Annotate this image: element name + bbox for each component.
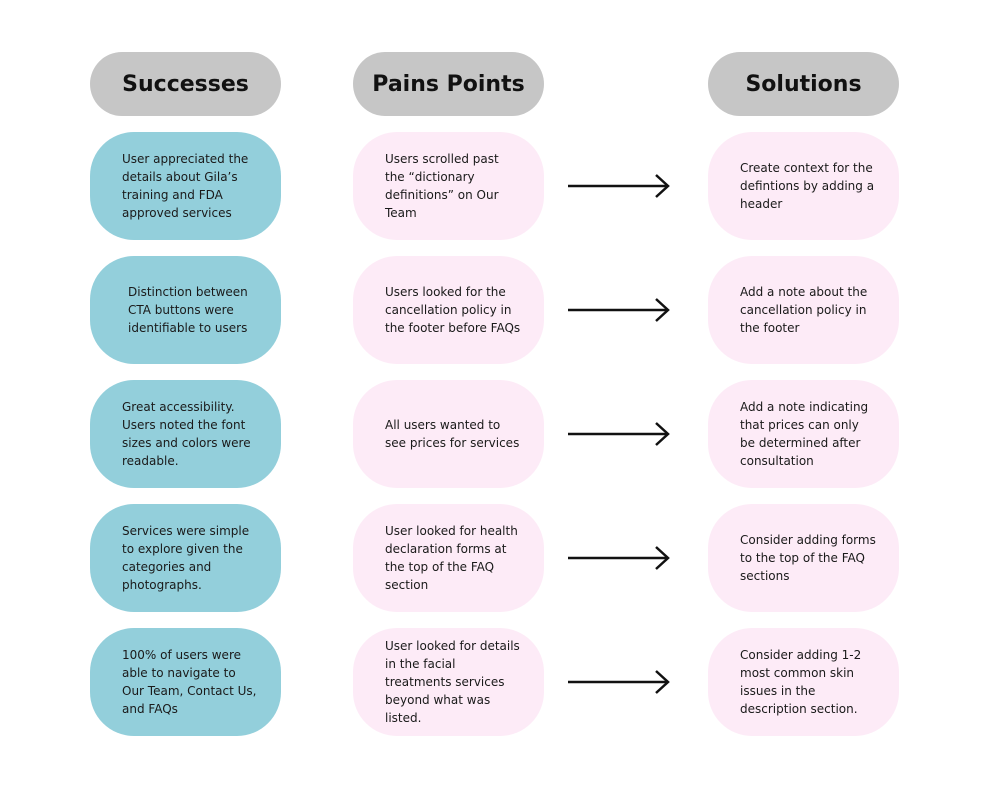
- success-card: Services were simple to explore given th…: [90, 504, 281, 612]
- solution-card: Create context for the defintions by add…: [708, 132, 899, 240]
- solution-text: Add a note indicating that prices can on…: [740, 400, 869, 468]
- success-text: User appreciated the details about Gila’…: [122, 152, 249, 220]
- success-card: 100% of users were able to navigate to O…: [90, 628, 281, 736]
- success-text: Distinction between CTA buttons were ide…: [128, 285, 248, 335]
- success-text: Great accessibility. Users noted the fon…: [122, 400, 251, 468]
- pain-card: User looked for details in the facial tr…: [353, 628, 544, 736]
- pain-card: All users wanted to see prices for servi…: [353, 380, 544, 488]
- right-arrow-icon: [568, 670, 670, 694]
- solution-card: Add a note about the cancellation policy…: [708, 256, 899, 364]
- solution-card: Add a note indicating that prices can on…: [708, 380, 899, 488]
- header-successes-label: Successes: [122, 71, 249, 97]
- solution-text: Consider adding forms to the top of the …: [740, 533, 876, 583]
- success-text: Services were simple to explore given th…: [122, 524, 250, 592]
- pain-text: User looked for details in the facial tr…: [385, 639, 520, 725]
- pain-text: Users looked for the cancellation policy…: [385, 285, 521, 335]
- row-4: Services were simple to explore given th…: [0, 504, 991, 612]
- solution-text: Consider adding 1-2 most common skin iss…: [740, 648, 862, 716]
- row-5: 100% of users were able to navigate to O…: [0, 628, 991, 736]
- right-arrow-icon: [568, 174, 670, 198]
- success-card: Great accessibility. Users noted the fon…: [90, 380, 281, 488]
- pain-card: Users looked for the cancellation policy…: [353, 256, 544, 364]
- solution-text: Create context for the defintions by add…: [740, 161, 875, 211]
- solution-text: Add a note about the cancellation policy…: [740, 285, 868, 335]
- row-2: Distinction between CTA buttons were ide…: [0, 256, 991, 364]
- success-card: Distinction between CTA buttons were ide…: [90, 256, 281, 364]
- header-successes: Successes: [90, 52, 281, 116]
- row-1: User appreciated the details about Gila’…: [0, 132, 991, 240]
- header-pain-points: Pains Points: [353, 52, 544, 116]
- pain-card: Users scrolled past the “dictionary defi…: [353, 132, 544, 240]
- header-pain-points-label: Pains Points: [372, 71, 525, 97]
- solution-card: Consider adding 1-2 most common skin iss…: [708, 628, 899, 736]
- pain-text: All users wanted to see prices for servi…: [385, 418, 520, 450]
- row-3: Great accessibility. Users noted the fon…: [0, 380, 991, 488]
- pain-text: User looked for health declaration forms…: [385, 524, 518, 592]
- header-solutions: Solutions: [708, 52, 899, 116]
- right-arrow-icon: [568, 422, 670, 446]
- solution-card: Consider adding forms to the top of the …: [708, 504, 899, 612]
- success-text: 100% of users were able to navigate to O…: [122, 648, 257, 716]
- right-arrow-icon: [568, 298, 670, 322]
- success-card: User appreciated the details about Gila’…: [90, 132, 281, 240]
- right-arrow-icon: [568, 546, 670, 570]
- pain-card: User looked for health declaration forms…: [353, 504, 544, 612]
- header-solutions-label: Solutions: [745, 71, 862, 97]
- pain-text: Users scrolled past the “dictionary defi…: [385, 152, 499, 220]
